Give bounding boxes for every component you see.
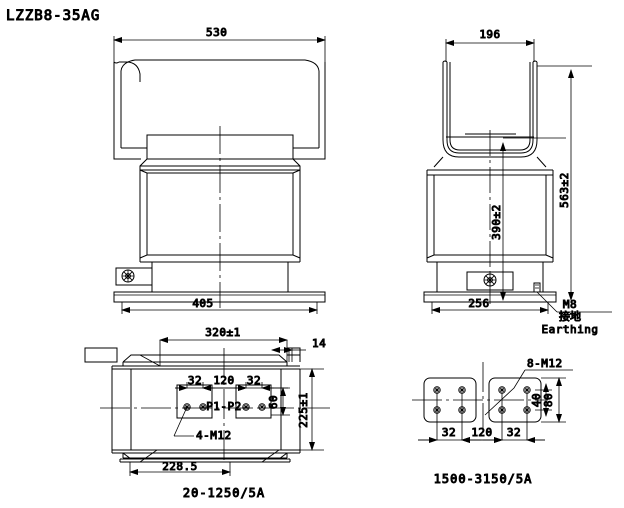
dim-hv-80: 80	[541, 377, 566, 423]
dim-side-top-196: 196	[445, 28, 535, 62]
dim-side-base-256: 256	[431, 297, 549, 314]
plan-view-high-group: 8-M12 40 80 32 120 32	[412, 357, 573, 487]
dim-label-80: 80	[542, 393, 555, 407]
dim-label-256: 256	[468, 297, 489, 310]
earthing-bolt-label: M8	[563, 298, 577, 311]
dim-plan-225: 225±1	[297, 368, 324, 451]
side-view-group: 196	[423, 28, 612, 337]
dim-label-196: 196	[479, 28, 500, 41]
bolt-callout-8-m12: 8-M12	[527, 357, 563, 370]
terminal-bolt-p2-b	[258, 403, 266, 411]
dim-label-530: 530	[206, 26, 227, 39]
plan-low-caption: 20-1250/5A	[183, 486, 265, 500]
dim-plan-14: 14	[271, 337, 326, 353]
dim-label-228-5: 228.5	[162, 460, 198, 473]
hv-bolt-l2	[458, 386, 466, 394]
earthing-label-cn: 接地	[559, 310, 581, 323]
bolt-callout-4-m12: 4-M12	[196, 429, 232, 442]
dim-label-60: 60	[267, 395, 280, 409]
dim-side-390: 390±2	[490, 137, 566, 301]
dim-label-hv-pitch-center-120: 120	[471, 426, 492, 439]
plan-high-caption: 1500-3150/5A	[434, 472, 533, 486]
dim-label-hv-pitch-right-32: 32	[507, 426, 521, 439]
dim-front-base-405: 405	[121, 297, 318, 314]
earthing-bolt-symbol-front	[121, 269, 135, 283]
dim-hv-pitch-row: 32 120 32	[418, 426, 545, 443]
dim-label-320: 320±1	[205, 326, 241, 339]
dim-front-width-530: 530	[113, 26, 326, 62]
dim-label-390: 390±2	[490, 204, 503, 240]
dim-label-pitch-center-120: 120	[213, 374, 234, 387]
dim-label-pitch-right-32: 32	[247, 374, 261, 387]
dim-label-563: 563±2	[558, 172, 571, 208]
page-title: LZZB8-35AG	[6, 8, 100, 24]
hv-bolt-r2	[523, 386, 531, 394]
earthing-label-en: Earthing	[542, 323, 599, 336]
dim-plan-60: 60	[267, 387, 290, 416]
dim-plan-pitch-row: 32 120 32	[175, 374, 288, 391]
dim-label-pitch-left-32: 32	[188, 374, 202, 387]
terminal-bolt-p2-a	[242, 403, 250, 411]
dim-label-405: 405	[192, 297, 213, 310]
plan-view-low-group: 320±1 14	[84, 326, 330, 501]
dim-label-225: 225±1	[297, 392, 310, 428]
front-view-group: 530	[113, 26, 326, 314]
hv-bolt-r1	[498, 386, 506, 394]
dim-plan-320: 320±1	[159, 326, 288, 366]
dim-plan-228-5: 228.5	[129, 460, 231, 476]
dim-side-563: 563±2	[537, 65, 592, 301]
hv-bolt-l1	[433, 386, 441, 394]
dim-label-hv-pitch-left-32: 32	[442, 426, 456, 439]
dim-label-14: 14	[312, 337, 326, 350]
